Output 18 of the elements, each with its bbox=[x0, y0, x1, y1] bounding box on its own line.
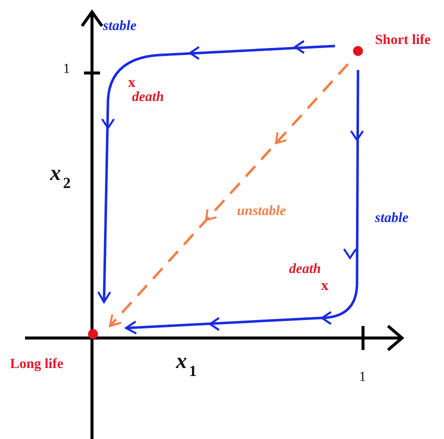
point-label: Long life bbox=[10, 357, 64, 373]
trajectory-arrow bbox=[125, 70, 364, 334]
axis-label: 1 bbox=[359, 370, 366, 386]
axis-label: 1 bbox=[63, 62, 70, 78]
edge-label: unstable bbox=[237, 204, 286, 220]
trajectory-arrow bbox=[109, 63, 349, 327]
edge-label: stable bbox=[103, 19, 136, 35]
axis-label: death bbox=[132, 90, 164, 106]
axis-label: death bbox=[289, 262, 321, 278]
trajectory-arrow bbox=[97, 40, 336, 303]
edge-label: stable bbox=[375, 211, 408, 227]
equilibrium-point bbox=[88, 329, 98, 339]
axis-label: x$_{1}$ bbox=[176, 348, 197, 381]
axis-label: x$_{2}$ bbox=[50, 160, 71, 193]
equilibrium-point bbox=[353, 46, 363, 56]
axis-label: x bbox=[321, 278, 328, 295]
axis-label: x bbox=[128, 75, 136, 91]
point-label: Short life bbox=[375, 33, 431, 49]
